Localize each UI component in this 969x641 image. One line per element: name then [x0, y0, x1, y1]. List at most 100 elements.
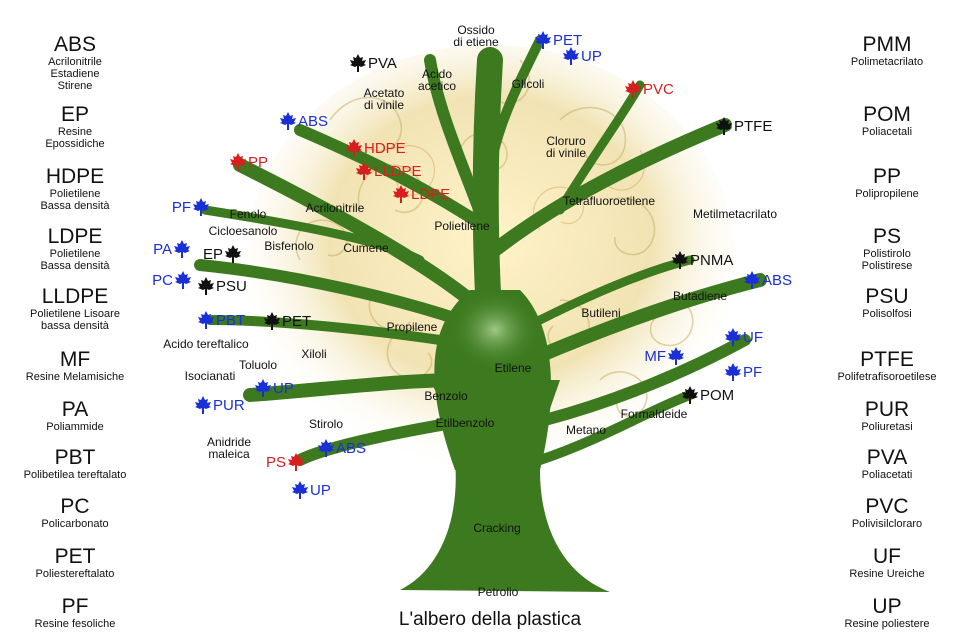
label-benzolo: Benzolo [424, 389, 468, 403]
maple-leaf-icon [230, 153, 246, 171]
legend-desc: Poliacetati [861, 469, 913, 481]
legend-abbr: PMM [862, 33, 912, 56]
maple-leaf-icon [393, 185, 409, 203]
maple-leaf-icon [356, 162, 372, 180]
legend-desc: Bassa densità [40, 200, 110, 212]
tree-branches [194, 35, 767, 466]
legend-abbr: PUR [864, 398, 910, 421]
maple-leaf-icon [318, 439, 334, 457]
polymer-label-lldpe: LLDPE [374, 163, 422, 180]
polymer-label-pet: PET [282, 313, 311, 330]
maple-leaf-icon [668, 347, 684, 365]
polymer-label-pva: PVA [368, 55, 397, 72]
polymer-label-pf: PF [172, 199, 191, 216]
legend-abbr: LLDPE [41, 285, 109, 308]
label-metano: Metano [566, 423, 606, 437]
maple-leaf-icon [195, 396, 211, 414]
label-xiloli: Xiloli [301, 347, 326, 361]
label-fenolo: Fenolo [230, 207, 267, 221]
polymer-label-ptfe: PTFE [734, 118, 772, 135]
legend-desc: Polibetilea tereftalato [23, 469, 127, 481]
maple-leaf-icon [744, 271, 760, 289]
legend-desc: Poliuretasi [861, 421, 913, 433]
legend-desc: Resine fesoliche [34, 618, 116, 630]
legend-abbr: ABS [53, 33, 97, 56]
polymer-label-ep: EP [203, 246, 223, 263]
maple-leaf-icon [193, 198, 209, 216]
label-etilene: Etilene [495, 361, 532, 375]
legend-abbr: PBT [54, 446, 96, 469]
polymer-label-pvc: PVC [643, 81, 674, 98]
label-toluolo: Toluolo [239, 358, 277, 372]
legend-desc: Epossidiche [45, 138, 105, 150]
label-butadiene: Butadiene [673, 289, 727, 303]
maple-leaf-icon [563, 47, 579, 65]
maple-leaf-icon [198, 277, 214, 295]
legend-abbr: HDPE [45, 165, 105, 188]
polymer-label-ldpe: LDPE [411, 186, 450, 203]
polymer-label-pnma: PNMA [690, 252, 733, 269]
legend-desc: Poliestereftalato [35, 568, 115, 580]
polymer-label-hdpe: HDPE [364, 140, 406, 157]
maple-leaf-icon [225, 245, 241, 263]
legend-abbr: PSU [865, 285, 909, 308]
label-cracking: Cracking [473, 521, 520, 535]
polymer-label-psu: PSU [216, 278, 247, 295]
legend-desc: Poliammide [46, 421, 104, 433]
polymer-label-pp: PP [248, 154, 268, 171]
polymer-label-abs: ABS [298, 113, 328, 130]
polymer-label-abs: ABS [762, 272, 792, 289]
legend-abbr: PVC [865, 495, 909, 518]
label-petrolio: Petrolio [478, 585, 519, 599]
legend-abbr: PS [872, 225, 901, 248]
legend-desc: Resine poliestere [844, 618, 930, 630]
legend-desc: Acrilonitrile [48, 56, 102, 68]
polymer-label-up: UP [581, 48, 602, 65]
legend-desc: Polifetrafisoroetilese [837, 371, 937, 383]
legend-desc: Policarbonato [41, 518, 109, 530]
polymer-label-pc: PC [152, 272, 173, 289]
maple-leaf-icon [280, 112, 296, 130]
label-etilbenzolo: Etilbenzolo [436, 416, 495, 430]
legend-abbr: POM [863, 103, 911, 126]
legend-desc: Polietilene [49, 188, 101, 200]
legend-desc: Polistirolo [863, 248, 911, 260]
maple-leaf-icon [288, 453, 304, 471]
label-bisfenolo: Bisfenolo [264, 239, 314, 253]
polymer-label-pet: PET [553, 32, 582, 49]
legend-desc: Polistirese [861, 260, 913, 272]
legend-desc: Polietilene [49, 248, 101, 260]
legend-desc: Polivisilcloraro [851, 518, 923, 530]
label-tetrafluoroetilene: Tetrafluoroetilene [563, 194, 655, 208]
trunk-highlight [450, 290, 540, 370]
polymer-label-pbt: PBT [216, 312, 245, 329]
legend-abbr: UF [873, 545, 901, 568]
polymer-label-pur: PUR [213, 397, 245, 414]
maple-leaf-icon [198, 311, 214, 329]
polymer-label-pom: POM [700, 387, 734, 404]
label-acido-tereftalico: Acido tereftalico [163, 337, 249, 351]
maple-leaf-icon [725, 363, 741, 381]
label-metilmetacrilato: Metilmetacrilato [693, 207, 777, 221]
maple-leaf-icon [292, 481, 308, 499]
polymer-label-abs: ABS [336, 440, 366, 457]
label-cicloesanolo: Cicloesanolo [209, 224, 278, 238]
legend-desc: Polietilene Lisoare [30, 308, 120, 320]
